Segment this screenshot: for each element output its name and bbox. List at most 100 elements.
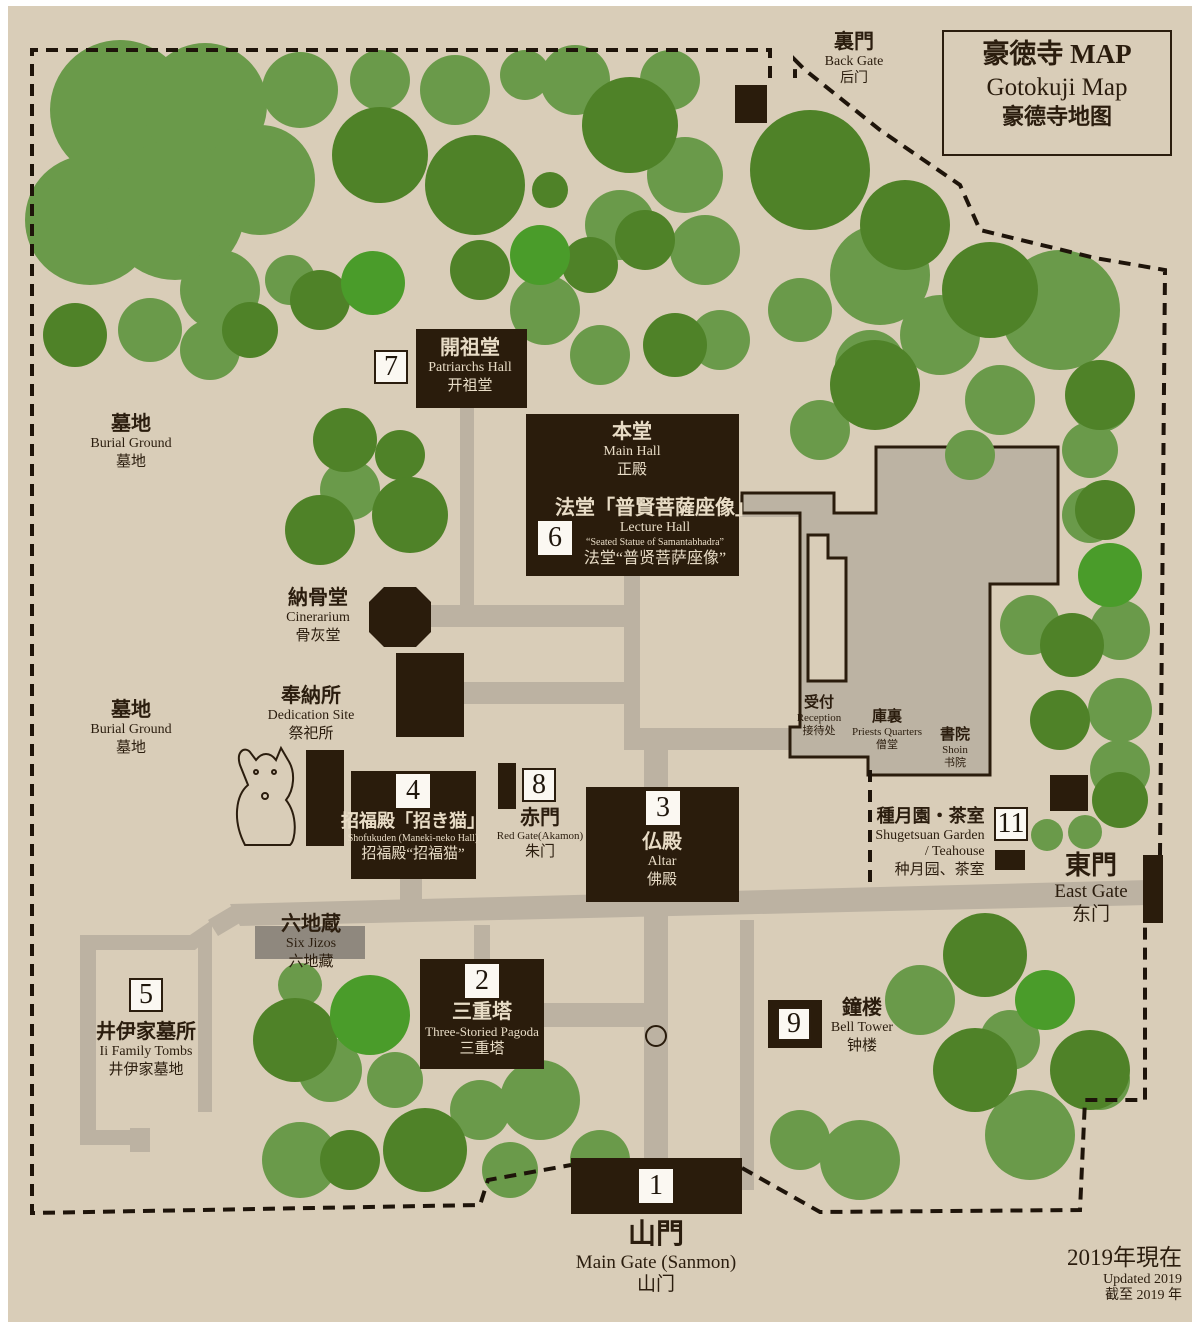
updated-en: Updated 2019 xyxy=(1103,1271,1182,1287)
red-gate-en: Red Gate(Akamon) xyxy=(496,830,584,842)
paths xyxy=(80,408,1150,1190)
pagoda-jp: 三重塔 xyxy=(452,1001,512,1023)
title-en: Gotokuji Map xyxy=(986,73,1128,101)
landmark-number-9[interactable]: 9 xyxy=(777,1007,811,1041)
cinerarium-zh: 骨灰堂 xyxy=(295,627,341,644)
reception-zh: 接待处 xyxy=(802,725,836,738)
altar-label[interactable]: 仏殿 Altar 佛殿 xyxy=(642,830,682,889)
priests-quarters-building xyxy=(740,445,1060,777)
red-gate-label[interactable]: 赤門 Red Gate(Akamon) 朱门 xyxy=(497,806,583,861)
burial-ground-2-label: 墓地 Burial Ground 墓地 xyxy=(90,698,171,757)
altar-zh: 佛殿 xyxy=(646,871,677,888)
pagoda-label[interactable]: 三重塔 Three-Storied Pagoda 三重塔 xyxy=(425,1000,539,1058)
red-gate-zh: 朱门 xyxy=(524,844,556,861)
back-gate-en: Back Gate xyxy=(824,54,884,69)
shoin-zh: 书院 xyxy=(943,757,966,770)
landmark-number-7[interactable]: 7 xyxy=(374,350,408,384)
dedication-site-jp: 奉納所 xyxy=(280,685,341,707)
bell-tower-jp: 鐘楼 xyxy=(841,997,882,1019)
map-title-box: 豪徳寺 MAP Gotokuji Map 豪德寺地图 xyxy=(942,30,1172,156)
reception-jp: 受付 xyxy=(803,695,835,711)
east-gate-label[interactable]: 東門 East Gate 东门 xyxy=(1054,850,1127,927)
six-jizos-box xyxy=(255,926,365,959)
shofukuden-jp: 招福殿「招き猫」 xyxy=(341,811,485,831)
burial-ground-1-jp: 墓地 xyxy=(110,413,151,435)
main-gate-label[interactable]: 山門 Main Gate (Sanmon) 山门 xyxy=(576,1218,736,1297)
east-gate-en: East Gate xyxy=(1054,881,1128,903)
six-jizos-en: Six Jizos xyxy=(285,936,337,951)
altar-en: Altar xyxy=(647,854,677,869)
main-hall-en: Main Hall xyxy=(603,444,661,459)
landmark-number-3[interactable]: 3 xyxy=(646,791,680,825)
updated-jp: 2019年現在 xyxy=(1067,1245,1182,1270)
back-gate-zh: 后门 xyxy=(839,70,868,86)
bell-tower-zh: 钟楼 xyxy=(846,1037,878,1054)
six-jizos-zh: 六地藏 xyxy=(288,953,334,970)
shoin-jp: 書院 xyxy=(939,727,971,743)
east-gate-jp: 東門 xyxy=(1064,851,1118,880)
ii-family-tombs-zh: 井伊家墓地 xyxy=(108,1061,184,1078)
dedication-site-en: Dedication Site xyxy=(267,708,355,723)
main-gate-jp: 山門 xyxy=(627,1219,684,1250)
updated-note: 2019年現在 Updated 2019 截至 2019 年 xyxy=(1067,1244,1182,1305)
pagoda-zh: 三重塔 xyxy=(459,1040,505,1057)
trees xyxy=(25,40,1152,1200)
landmark-number-2[interactable]: 2 xyxy=(465,964,499,998)
landmark-number-6[interactable]: 6 xyxy=(538,521,572,555)
lecture-hall-en: Lecture Hall xyxy=(619,520,691,535)
reception-label[interactable]: 受付 Reception 接待处 xyxy=(797,694,842,738)
shofukuden-label[interactable]: 招福殿「招き猫」 Shofukuden (Maneki-neko Hall) 招… xyxy=(341,811,485,863)
landmark-number-1[interactable]: 1 xyxy=(639,1169,673,1203)
shugetsuan-jp: 種月園・茶室 xyxy=(876,806,985,826)
burial-ground-1-label: 墓地 Burial Ground 墓地 xyxy=(90,412,171,471)
priests-quarters-en: Priests Quarters xyxy=(852,726,922,738)
stone-lantern xyxy=(645,1025,667,1047)
patriarchs-hall-label[interactable]: 開祖堂 Patriarchs Hall 开祖堂 xyxy=(428,336,512,395)
patriarchs-hall-zh: 开祖堂 xyxy=(447,377,493,394)
red-gate-jp: 赤門 xyxy=(519,807,560,829)
burial-ground-2-zh: 墓地 xyxy=(115,739,147,756)
shugetsuan-zh: 种月园、茶室 xyxy=(894,862,985,879)
dedication-site-zh: 祭祀所 xyxy=(288,725,334,742)
east-gate-zh: 东门 xyxy=(1071,903,1111,925)
lecture-hall-label[interactable]: 法堂「普賢菩薩座像」 Lecture Hall “Seated Statue o… xyxy=(555,496,755,568)
landmark-number-8[interactable]: 8 xyxy=(522,768,556,802)
cinerarium-en: Cinerarium xyxy=(286,610,350,625)
priests-quarters-label[interactable]: 庫裏 Priests Quarters 僧堂 xyxy=(852,708,922,752)
title-jp: 豪徳寺 MAP xyxy=(982,39,1132,69)
priests-quarters-zh: 僧堂 xyxy=(876,739,898,752)
main-gate-en: Main Gate (Sanmon) xyxy=(575,1251,737,1273)
lecture-hall-jp: 法堂「普賢菩薩座像」 xyxy=(555,497,755,519)
altar-jp: 仏殿 xyxy=(642,831,682,853)
landmark-number-5[interactable]: 5 xyxy=(129,978,163,1012)
main-hall-label[interactable]: 本堂 Main Hall 正殿 xyxy=(603,420,660,479)
shoin-label[interactable]: 書院 Shoin 书院 xyxy=(940,726,970,770)
priests-quarters-jp: 庫裏 xyxy=(871,709,902,725)
shugetsuan-label[interactable]: 種月園・茶室 Shugetsuan Garden / Teahouse 种月园、… xyxy=(875,806,984,879)
bell-tower-en: Bell Tower xyxy=(830,1020,894,1035)
lecture-hall-statue-en: “Seated Statue of Samantabhadra” xyxy=(586,536,724,548)
cinerarium-label[interactable]: 納骨堂 Cinerarium 骨灰堂 xyxy=(286,586,350,645)
shugetsuan-teahouse-en: / Teahouse xyxy=(924,844,985,860)
shofukuden-en: Shofukuden (Maneki-neko Hall) xyxy=(347,832,479,844)
cinerarium-jp: 納骨堂 xyxy=(287,587,348,609)
lecture-hall-zh: 法堂“普贤菩萨座像” xyxy=(583,549,727,567)
back-gate-label[interactable]: 裏門 Back Gate 后门 xyxy=(825,30,884,88)
ii-family-tombs-label[interactable]: 井伊家墓所 Ii Family Tombs 井伊家墓地 xyxy=(96,1020,196,1079)
patriarchs-hall-en: Patriarchs Hall xyxy=(428,360,512,375)
precinct-boundary xyxy=(30,48,1168,1216)
pagoda-en: Three-Storied Pagoda xyxy=(425,1024,539,1039)
six-jizos-label[interactable]: 六地蔵 Six Jizos 六地藏 xyxy=(281,912,341,971)
dedication-site-label[interactable]: 奉納所 Dedication Site 祭祀所 xyxy=(268,684,355,743)
burial-ground-1-en: Burial Ground xyxy=(90,436,172,451)
bell-tower-label[interactable]: 鐘楼 Bell Tower 钟楼 xyxy=(831,996,893,1055)
shofukuden-zh: 招福殿“招福猫” xyxy=(361,845,465,862)
burial-ground-2-en: Burial Ground xyxy=(90,722,172,737)
six-jizos-jp: 六地蔵 xyxy=(281,913,341,935)
landmark-number-4[interactable]: 4 xyxy=(396,774,430,808)
landmark-number-11[interactable]: 11 xyxy=(994,807,1028,841)
ii-family-tombs-jp: 井伊家墓所 xyxy=(96,1021,196,1043)
reception-en: Reception xyxy=(796,712,842,724)
patriarchs-hall-jp: 開祖堂 xyxy=(440,337,500,359)
